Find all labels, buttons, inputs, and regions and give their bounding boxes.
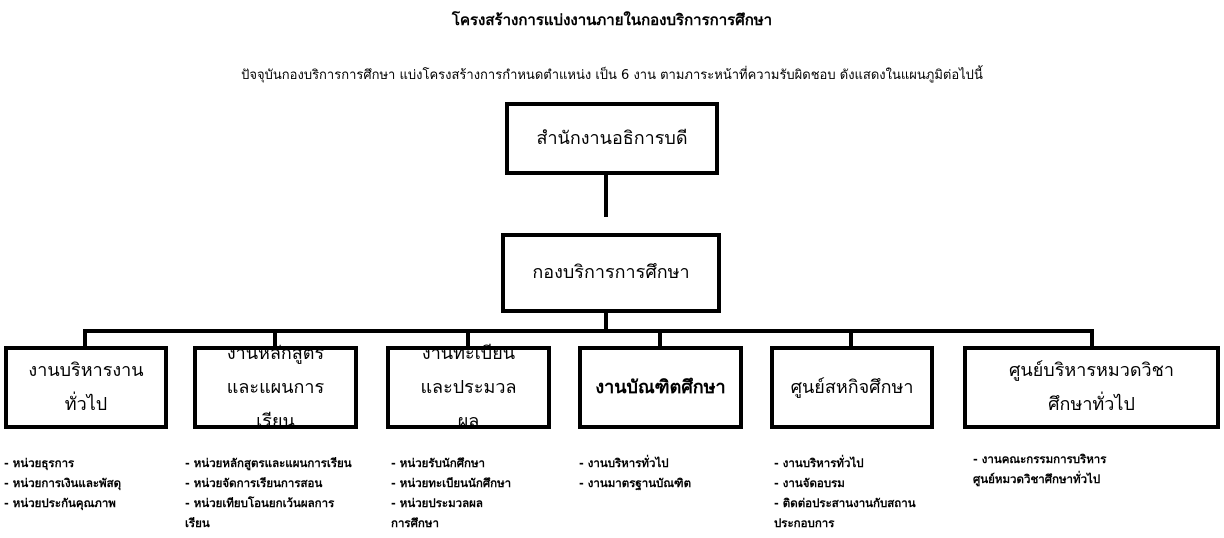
subitem: - งานมาตรฐานบัณฑิต	[579, 476, 692, 490]
top-box: สำนักงานอธิการบดี	[505, 102, 719, 175]
subitem: การศึกษา	[391, 516, 439, 530]
connector-line	[604, 313, 608, 331]
subitem: - หน่วยจัดการเรียนการสอน	[185, 476, 323, 490]
drop-line	[83, 329, 87, 347]
subitem: เรียน	[185, 516, 210, 530]
subitem: ศูนย์หมวดวิชาศึกษาทั่วไป	[973, 472, 1101, 486]
connector-line	[604, 175, 608, 217]
drop-line	[1090, 329, 1094, 347]
subitem: - หน่วยหลักสูตรและแผนการเรียน	[185, 456, 352, 470]
subitem: - หน่วยประมวลผล	[391, 496, 483, 510]
subitem: - หน่วยทะเบียนนักศึกษา	[391, 476, 512, 490]
unit-subitems: - หน่วยหลักสูตรและแผนการเรียน - หน่วยจัด…	[185, 453, 352, 533]
chart-subtitle: ปัจจุบันกองบริการการศึกษา แบ่งโครงสร้างก…	[241, 68, 983, 83]
subitem: - ติดต่อประสานงานกับสถาน	[774, 496, 916, 510]
subitem: - หน่วยเทียบโอนยกเว้นผลการ	[185, 496, 335, 510]
drop-line	[849, 329, 853, 347]
unit-subitems: - งานบริหารทั่วไป - งานมาตรฐานบัณฑิต	[579, 453, 691, 493]
subitem: - งานจัดอบรม	[774, 476, 845, 490]
subitem: - หน่วยการเงินและพัสดุ	[4, 476, 122, 490]
drop-line	[466, 329, 470, 347]
unit-box: ศูนย์บริหารหมวดวิชาศึกษาทั่วไป	[963, 346, 1220, 429]
subitem: - หน่วยธุรการ	[4, 456, 75, 470]
subitem: ประกอบการ	[774, 516, 835, 530]
horizontal-connector	[83, 329, 1094, 333]
middle-box: กองบริการการศึกษา	[501, 233, 721, 313]
subitem: - หน่วยประกันคุณภาพ	[4, 496, 116, 510]
unit-box: งานบัณฑิตศึกษา	[578, 346, 743, 429]
unit-box: ศูนย์สหกิจศึกษา	[770, 346, 934, 429]
unit-box: งานหลักสูตรและแผนการเรียน	[193, 343, 358, 432]
drop-line	[658, 329, 662, 347]
unit-box: งานทะเบียนและประมวลผล	[386, 343, 551, 432]
drop-line	[273, 329, 277, 347]
chart-title: โครงสร้างการแบ่งงานภายในกองบริการการศึกษ…	[451, 11, 773, 29]
unit-subitems: - งานบริหารทั่วไป - งานจัดอบรม - ติดต่อป…	[774, 453, 916, 533]
unit-subitems: - หน่วยรับนักศึกษา - หน่วยทะเบียนนักศึกษ…	[391, 453, 511, 533]
unit-subitems: - งานคณะกรรมการบริหาร ศูนย์หมวดวิชาศึกษา…	[973, 449, 1106, 489]
unit-subitems: - หน่วยธุรการ - หน่วยการเงินและพัสดุ - ห…	[4, 453, 121, 513]
unit-box: งานบริหารงานทั่วไป	[4, 346, 168, 429]
subitem: - หน่วยรับนักศึกษา	[391, 456, 486, 470]
subitem: - งานบริหารทั่วไป	[579, 456, 669, 470]
subitem: - งานบริหารทั่วไป	[774, 456, 864, 470]
subitem: - งานคณะกรรมการบริหาร	[973, 452, 1107, 466]
